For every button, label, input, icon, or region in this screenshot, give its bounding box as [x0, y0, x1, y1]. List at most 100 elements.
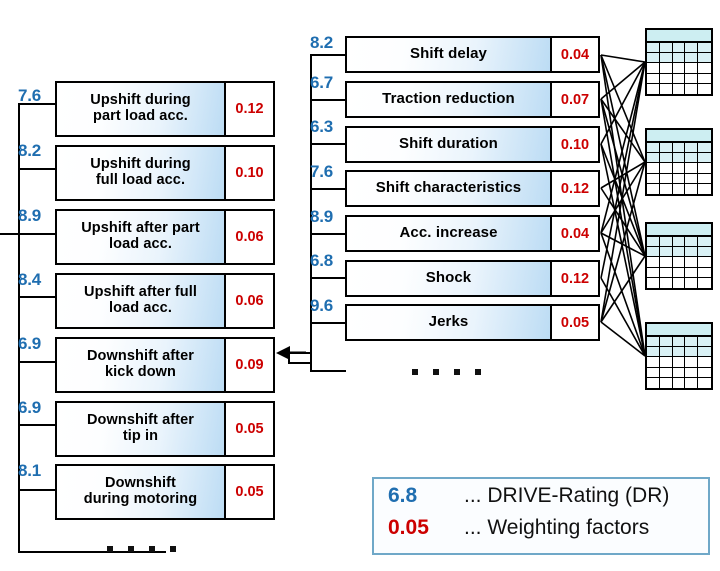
left-bracket-inlet [0, 233, 20, 235]
maneuver-label-5-line1: Downshift after [86, 412, 195, 429]
maneuver-box-2[interactable]: Upshift after part load acc. 0.06 [55, 209, 275, 265]
legend-desc-weight: ... Weighting factors [464, 516, 650, 539]
maneuver-label-2-line2: load acc. [109, 236, 172, 252]
criteria-weight-3: 0.12 [550, 172, 598, 205]
ellipsis-dot [475, 369, 481, 375]
maneuver-label-2: Upshift after part load acc. [57, 211, 224, 263]
maneuver-weight-3: 0.06 [224, 275, 273, 327]
maneuver-label-5-line2: tip in [122, 428, 159, 444]
middle-column-ellipsis [412, 369, 481, 375]
middle-bracket-stub-6 [310, 322, 346, 324]
maneuver-label-2-line1: Upshift after part [81, 220, 200, 237]
table-grid-0[interactable] [645, 28, 713, 96]
ellipsis-dot [149, 546, 155, 552]
maneuver-label-3-line2: load acc. [109, 300, 172, 316]
criteria-rating-6: 9.6 [310, 296, 334, 315]
criteria-weight-0: 0.04 [550, 38, 598, 71]
table-grid-2[interactable] [645, 222, 713, 290]
criteria-label-0: Shift delay [347, 38, 550, 71]
middle-bracket-stub-2 [310, 143, 346, 145]
maneuver-label-0-line2: part load acc. [93, 108, 188, 124]
criteria-box-6[interactable]: Jerks 0.05 [345, 304, 600, 341]
criteria-box-2[interactable]: Shift duration 0.10 [345, 126, 600, 163]
maneuver-label-6-line2: during motoring [83, 491, 198, 507]
maneuver-label-4-line2: kick down [105, 364, 176, 380]
left-bracket-stub-more [18, 551, 166, 553]
table-grid-header-3 [647, 324, 711, 337]
table-grid-3[interactable] [645, 322, 713, 390]
criteria-weight-2: 0.10 [550, 128, 598, 161]
criteria-weight-1: 0.07 [550, 83, 598, 116]
legend-box: 6.8 ... DRIVE-Rating (DR) 0.05 ... Weigh… [372, 477, 710, 555]
table-grid-1[interactable] [645, 128, 713, 196]
left-rating-5: 6.9 [18, 398, 42, 417]
criteria-rating-2: 6.3 [310, 117, 334, 136]
middle-bracket-stub-3 [310, 188, 346, 190]
maneuver-label-1-line1: Upshift during [90, 156, 191, 173]
legend-key-rating: 6.8 [388, 484, 418, 507]
criteria-box-5[interactable]: Shock 0.12 [345, 260, 600, 297]
middle-bracket-stub-1 [310, 99, 346, 101]
left-bracket-stub-0 [18, 103, 56, 105]
maneuver-label-1: Upshift during full load acc. [57, 147, 224, 199]
ellipsis-dot [170, 546, 176, 552]
ellipsis-dot [107, 546, 113, 552]
ellipsis-dot [128, 546, 134, 552]
ellipsis-dot [433, 369, 439, 375]
ellipsis-dot [412, 369, 418, 375]
criteria-weight-5: 0.12 [550, 262, 598, 295]
legend-row-rating: 6.8 ... DRIVE-Rating (DR) [388, 484, 694, 516]
legend-desc-rating: ... DRIVE-Rating (DR) [464, 484, 670, 507]
table-grid-header-2 [647, 224, 711, 237]
criteria-rating-3: 7.6 [310, 162, 334, 181]
legend-row-weight: 0.05 ... Weighting factors [388, 516, 694, 548]
legend-key-weight: 0.05 [388, 516, 429, 539]
criteria-label-4: Acc. increase [347, 217, 550, 250]
left-bracket-stub-4 [18, 361, 56, 363]
left-rating-1: 8.2 [18, 141, 42, 160]
criteria-label-1: Traction reduction [347, 83, 550, 116]
left-bracket-stub-5 [18, 424, 56, 426]
criteria-box-4[interactable]: Acc. increase 0.04 [345, 215, 600, 252]
table-grid-header-0 [647, 30, 711, 43]
maneuver-label-1-line2: full load acc. [95, 172, 186, 188]
maneuver-box-1[interactable]: Upshift during full load acc. 0.10 [55, 145, 275, 201]
maneuver-box-5[interactable]: Downshift after tip in 0.05 [55, 401, 275, 457]
table-grid-body-0 [647, 43, 711, 94]
middle-bracket-stub-more [310, 370, 346, 372]
maneuver-box-4[interactable]: Downshift after kick down 0.09 [55, 337, 275, 393]
left-bracket-stub-6 [18, 489, 56, 491]
table-grid-body-3 [647, 337, 711, 388]
maneuver-box-6[interactable]: Downshift during motoring 0.05 [55, 464, 275, 520]
criteria-rating-0: 8.2 [310, 33, 334, 52]
middle-bracket-spine [310, 54, 312, 372]
maneuver-label-3-line1: Upshift after full [84, 284, 197, 301]
criteria-rating-4: 8.9 [310, 207, 334, 226]
maneuver-weight-0: 0.12 [224, 83, 273, 135]
maneuver-label-6: Downshift during motoring [57, 466, 224, 518]
maneuver-weight-2: 0.06 [224, 211, 273, 263]
criteria-box-0[interactable]: Shift delay 0.04 [345, 36, 600, 73]
left-bracket-stub-2 [18, 233, 56, 235]
maneuver-box-0[interactable]: Upshift during part load acc. 0.12 [55, 81, 275, 137]
maneuver-label-6-line1: Downshift [105, 475, 176, 492]
maneuver-weight-1: 0.10 [224, 147, 273, 199]
table-grid-body-2 [647, 237, 711, 288]
criteria-box-3[interactable]: Shift characteristics 0.12 [345, 170, 600, 207]
left-bracket-stub-1 [18, 168, 56, 170]
maneuver-label-5: Downshift after tip in [57, 403, 224, 455]
left-rating-0: 7.6 [18, 86, 42, 105]
maneuver-label-4: Downshift after kick down [57, 339, 224, 391]
left-bracket-stub-3 [18, 296, 56, 298]
maneuver-label-0: Upshift during part load acc. [57, 83, 224, 135]
criteria-weight-6: 0.05 [550, 306, 598, 339]
table-grid-header-1 [647, 130, 711, 143]
maneuver-box-3[interactable]: Upshift after full load acc. 0.06 [55, 273, 275, 329]
middle-bracket-stub-0 [310, 54, 346, 56]
table-grid-body-1 [647, 143, 711, 194]
criteria-rating-1: 6.7 [310, 73, 334, 92]
criteria-box-1[interactable]: Traction reduction 0.07 [345, 81, 600, 118]
criteria-rating-5: 6.8 [310, 251, 334, 270]
ellipsis-dot [454, 369, 460, 375]
